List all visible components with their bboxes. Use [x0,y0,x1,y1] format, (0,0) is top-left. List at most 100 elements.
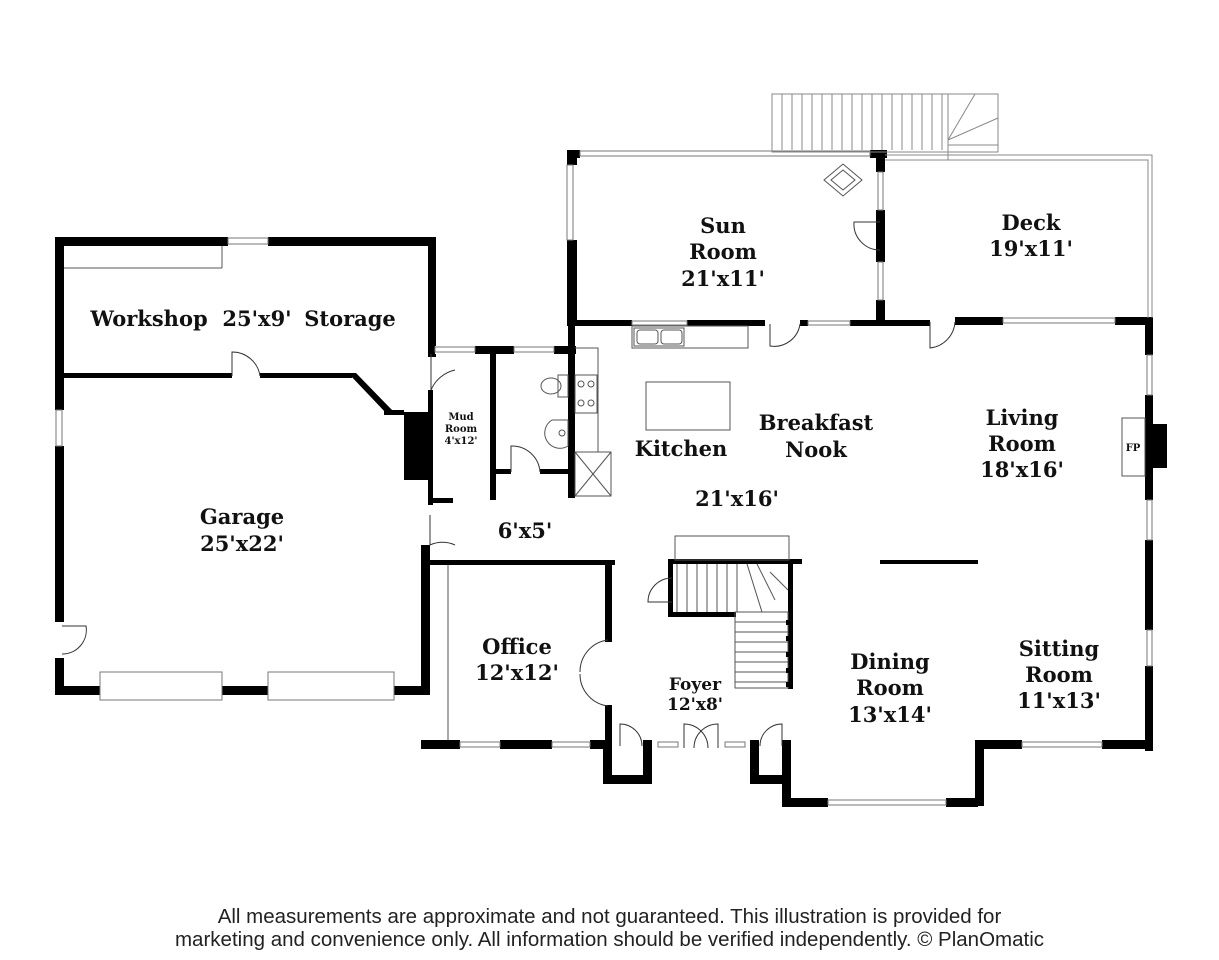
wall-bath-left [496,469,511,474]
deck-structure [771,93,1153,318]
door-garage-hall [429,515,456,546]
wall-garage-bottom [55,686,427,695]
label-foyer-dims: 12'x8' [667,695,723,715]
wall-openings [55,150,1153,807]
wall-garage-diagonal [348,373,392,414]
wall-office-right-lower [605,705,612,745]
wall-vestibule-mid [643,740,652,784]
wall-bath-kitchen [568,320,575,498]
wall-mudroom-top [428,346,576,354]
label-mudroom-1: Mud [448,412,473,423]
wall-sunroom-right [876,150,885,326]
wall-mudroom-bottom [428,498,453,503]
skylight [823,163,863,197]
wall-bath-right [540,469,572,474]
label-sunroom-1: Sun [700,213,746,238]
door-vestibule-right [759,723,783,747]
exterior-stairs [771,93,999,153]
label-workshop: Workshop [89,306,207,331]
door-workshop [231,351,261,377]
room-labels: Workshop 25'x9' Storage Garage 25'x22' M… [89,210,1140,727]
label-sitting-1: Sitting [1019,636,1100,661]
wall-office-right [605,560,612,642]
pantry [574,451,612,497]
bath-sink [544,419,569,449]
label-living-2: Room [988,431,1056,456]
wall-vestibule-bottom-right [750,775,790,784]
label-living-dims: 18'x16' [980,457,1064,482]
windows [55,150,1153,806]
label-dining-1: Dining [850,649,930,674]
kitchen-counter-top [631,325,749,349]
wall-garage-right-lower [421,545,430,695]
wall-dining-partition [880,560,978,564]
kitchen-island [645,381,731,431]
label-garage-dims: 25'x22' [200,531,284,556]
label-garage: Garage [200,504,284,529]
label-office: Office [482,634,552,659]
label-dining-dims: 13'x14' [848,702,932,727]
wall-stair-bottom [668,612,736,617]
label-fireplace: FP [1126,443,1141,454]
wall-mudroom-left [428,390,433,505]
wall-fireplace-bump [1145,424,1167,468]
wall-hall-office-top [430,560,615,565]
stair-balusters [786,620,792,687]
door-front [683,723,709,749]
label-hall-dims: 6'x5' [498,518,553,543]
disclaimer-line-1: All measurements are approximate and not… [217,905,1002,928]
label-sitting-dims: 11'x13' [1017,688,1101,713]
wall-stair-left [668,559,673,615]
door-office-right [579,673,609,707]
interior-stairs [674,535,790,561]
label-sitting-2: Room [1025,662,1093,687]
toilet-bowl [540,377,562,395]
wall-vestibule-left [603,740,612,784]
door-foyer-closet [647,577,673,603]
door-front-2 [693,723,719,749]
wall-workshop-divider [64,373,232,378]
door-bath [510,445,541,473]
label-kitchen-nook-dims: 21'x16' [695,486,779,511]
disclaimer: All measurements are approximate and not… [0,905,1219,951]
label-office-dims: 12'x12' [475,660,559,685]
deck-outline [885,159,1149,318]
label-living-1: Living [986,405,1059,430]
door-living-deck [929,321,956,349]
wall-workshop-right [428,237,436,357]
wall-mudroom-right [490,352,496,500]
label-kitchen: Kitchen [635,436,728,461]
wall-vestibule-right [750,740,759,784]
label-workshop-dims: 25'x9' [222,306,291,331]
wall-sunroom-bottom-2 [800,320,930,326]
kitchen-counter [575,347,599,453]
doors [61,221,956,749]
door-sunroom [769,323,801,347]
disclaimer-line-2: marketing and convenience only. All info… [174,928,1044,951]
fireplace-hearth [1121,417,1146,477]
exterior-stair-treads [781,93,999,160]
wall-garage-diag-end [384,410,404,415]
wall-garage-left [55,237,64,695]
label-deck: Deck [1002,210,1061,235]
wall-vestibule-bottom-left [603,775,651,784]
toilet-tank [557,374,569,398]
door-vestibule-left [619,723,643,747]
kitchen-stove [574,374,598,414]
label-breakfast-1: Breakfast [759,410,874,435]
door-mudroom [430,354,456,391]
wall-dining-right [975,740,984,806]
door-office-left [579,639,609,673]
label-mudroom-2: Room [445,424,478,435]
wall-workshop-divider-2 [260,373,352,378]
label-storage: Storage [304,306,396,331]
label-dining-2: Room [856,675,924,700]
label-sunroom-dims: 21'x11' [681,266,765,291]
chimney-block [404,412,428,480]
door-sunroom-deck [853,221,881,251]
wall-dining-left [782,740,791,806]
fixtures [64,163,1146,740]
wall-office-bottom [421,740,611,749]
label-breakfast-2: Nook [785,437,847,462]
